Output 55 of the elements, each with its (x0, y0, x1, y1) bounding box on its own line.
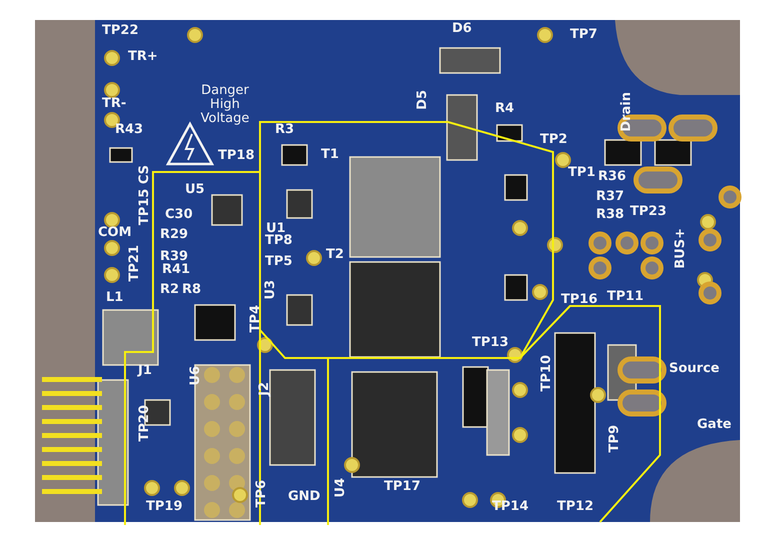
silkscreen-label: TP13 (472, 336, 508, 350)
silkscreen-label: TR+ (128, 50, 158, 64)
silkscreen-label: R39 (160, 250, 188, 264)
silkscreen-label: R41 (162, 263, 190, 277)
silkscreen-label: TP7 (570, 28, 598, 42)
silkscreen-label: BUS+ (674, 228, 688, 269)
silkscreen-label: T1 (321, 148, 339, 162)
silkscreen-label: COM (98, 226, 132, 240)
silkscreen-label: GND (288, 490, 320, 504)
silkscreen-label: Source (669, 362, 720, 376)
silkscreen-label: TP11 (607, 290, 644, 304)
silkscreen-label: Danger High Voltage (200, 84, 250, 126)
silkscreen-label: J1 (138, 364, 152, 378)
silkscreen-label: TP18 (218, 149, 254, 163)
silkscreen-label: R38 (596, 208, 624, 222)
silkscreen-label: TP8 (265, 234, 292, 248)
silkscreen-label: TR- (102, 97, 126, 111)
silkscreen-label: T2 (326, 248, 344, 262)
silkscreen-label: TP4 (249, 305, 263, 332)
silkscreen-label: U4 (334, 478, 348, 498)
silkscreen-label: D5 (416, 90, 430, 110)
silkscreen-label: J2 (258, 382, 272, 396)
silkscreen-label: TP9 (608, 425, 622, 452)
silkscreen-label: TP22 (102, 24, 138, 38)
silkscreen-label: Drain (620, 92, 634, 132)
silkscreen-label: TP16 (561, 293, 598, 307)
silkscreen-label: TP19 (146, 500, 182, 514)
silkscreen-label: TP14 (492, 500, 528, 514)
silkscreen-label: R3 (275, 123, 294, 137)
silkscreen-label: TP21 (128, 245, 142, 282)
silkscreen-label: TP20 (138, 405, 152, 442)
silkscreen-label: U6 (189, 366, 203, 386)
silkscreen-label: TP17 (384, 480, 420, 494)
silkscreen-label: TP23 (630, 205, 666, 219)
silkscreen-label: U3 (264, 280, 278, 300)
silkscreen-label: L1 (106, 291, 124, 305)
silkscreen-label: R36 (598, 170, 626, 184)
silkscreen-label: R37 (596, 190, 624, 204)
silkscreen-label: D6 (452, 22, 472, 36)
silkscreen-label: TP6 (255, 480, 269, 508)
silkscreen-label: U5 (185, 183, 205, 197)
silkscreen-label: R29 (160, 228, 188, 242)
silkscreen-label: TP15 CS (138, 165, 152, 226)
silkscreen-label: R2 (160, 283, 180, 297)
silkscreen-label: U1 (266, 222, 286, 236)
silkscreen-label: TP12 (557, 500, 594, 514)
silkscreen-label: R4 (495, 102, 514, 116)
silkscreen-label: Gate (697, 418, 732, 432)
silkscreen-label: TP1 (568, 166, 596, 180)
silkscreen-label: C30 (165, 208, 193, 222)
silkscreen-label: TP2 (540, 133, 568, 147)
silkscreen-label: R8 (182, 283, 202, 297)
silkscreen-label: R43 (115, 123, 144, 137)
silkscreen-label: TP10 (540, 355, 554, 392)
silkscreen-label: TP5 (265, 255, 292, 269)
